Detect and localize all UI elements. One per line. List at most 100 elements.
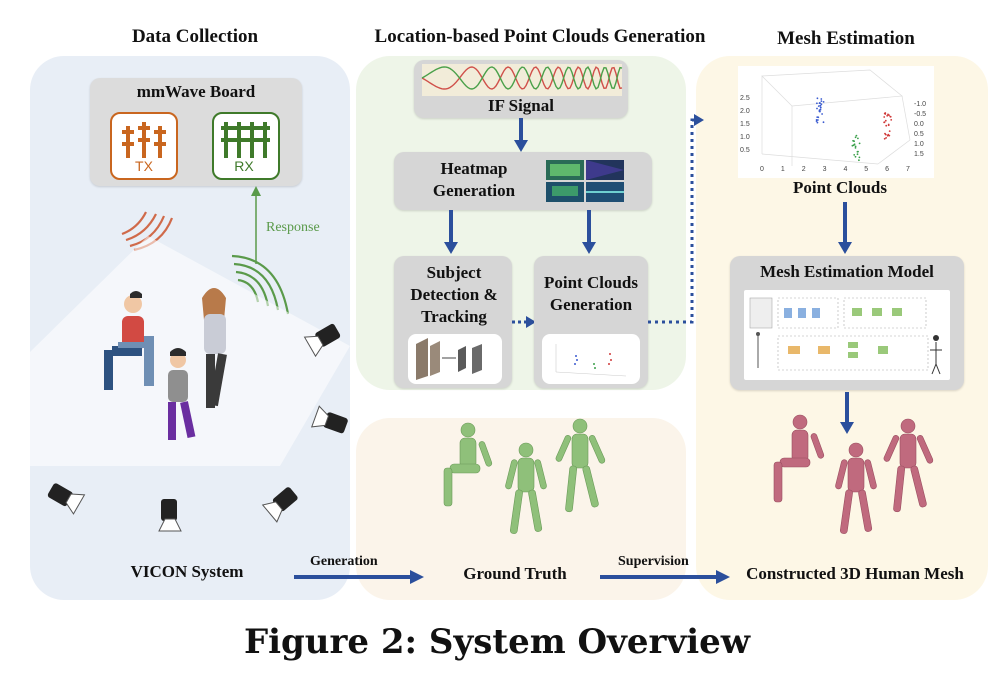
x-tick: 6 (885, 166, 890, 173)
point-cloud-point (854, 136, 857, 139)
radar-coverage-area (30, 236, 350, 466)
arrow-detection-to-point-clouds (512, 316, 536, 328)
model-architecture-diagram (749, 297, 942, 375)
arrow-model-to-mesh (840, 392, 854, 434)
point-cloud-point (857, 137, 859, 140)
mmwave-board-title: mmWave Board (136, 82, 256, 101)
point-cloud-point (816, 107, 818, 110)
x-tick: 7 (906, 166, 910, 173)
heatmap-image (546, 160, 624, 202)
rx-label: RX (234, 158, 254, 174)
response-arrow (251, 186, 261, 264)
z-tick: -0.5 (914, 111, 927, 118)
point-cloud-point (883, 121, 886, 124)
heatmap-generation-label: Heatmap Generation (404, 158, 544, 202)
ground-truth-label: Ground Truth (463, 564, 567, 583)
rx-antenna-icon (221, 122, 270, 158)
x-tick: 4 (843, 166, 848, 173)
arrow-to-point-clouds-plot (648, 114, 704, 324)
point-cloud-point (819, 106, 822, 109)
vicon-camera-icon (261, 487, 298, 523)
point-cloud-point (883, 116, 886, 118)
point-cloud-point (854, 147, 857, 149)
arrow-if-to-heatmap (514, 118, 528, 152)
y-tick: 1.5 (740, 121, 750, 128)
y-axis-ticks: 2.5 2.0 1.5 1.0 0.5 (740, 92, 750, 157)
point-cloud-point (885, 124, 888, 127)
y-tick: 2.0 (740, 108, 750, 115)
point-cloud-point (816, 121, 819, 124)
ground-truth-meshes (443, 418, 606, 534)
z-tick: -1.0 (914, 101, 927, 108)
x-tick: 0 (760, 166, 764, 173)
x-axis-ticks: 0 1 2 3 4 5 6 7 (760, 166, 910, 173)
point-cloud-point (820, 100, 823, 102)
if-signal-waveform (421, 64, 623, 96)
point-cloud-point (858, 156, 861, 159)
point-cloud-point (890, 119, 893, 121)
point-cloud-point (889, 115, 892, 118)
z-tick: 0.0 (914, 121, 924, 128)
vicon-system-label: VICON System (130, 562, 244, 581)
point-cloud-point (854, 155, 857, 158)
point-cloud-point (884, 119, 887, 122)
cnn-diagram-image (416, 338, 482, 380)
people-illustration (104, 288, 227, 440)
x-tick: 5 (864, 166, 869, 173)
point-cloud-point (817, 105, 820, 107)
model-architecture-thumbnail (744, 290, 950, 380)
point-cloud-point (857, 150, 859, 153)
vicon-camera-icon (310, 405, 348, 434)
arrow-heatmap-to-detection (444, 210, 458, 254)
point-cloud-point (855, 134, 858, 137)
constructed-mesh-label: Constructed 3D Human Mesh (746, 564, 964, 583)
arrow-ground-truth-to-mesh (600, 570, 730, 584)
mesh-estimation-heading: Mesh Estimation (777, 28, 915, 49)
z-tick: 1.0 (914, 141, 924, 148)
response-label: Response (266, 220, 320, 235)
z-axis-ticks: -1.0 -0.5 0.0 0.5 1.0 1.5 (914, 100, 926, 160)
point-cloud-point (815, 120, 818, 122)
point-cloud-point (883, 137, 886, 140)
point-cloud-point (820, 98, 823, 100)
z-tick: 1.5 (914, 151, 924, 158)
supervision-label: Supervision (618, 554, 689, 569)
vicon-camera-icon (158, 499, 182, 532)
arrow-point-clouds-to-model (838, 202, 852, 254)
point-cloud-point (884, 112, 887, 114)
point-cloud-point (856, 153, 859, 156)
point-cloud-point (822, 121, 825, 124)
point-cloud-point (816, 97, 819, 100)
x-tick: 2 (801, 166, 806, 173)
point-cloud-point (822, 101, 825, 103)
vicon-camera-icon (47, 483, 86, 515)
y-tick: 2.5 (740, 95, 750, 102)
point-cloud-thumbnail-plot (555, 344, 627, 377)
point-cloud-point (818, 110, 821, 113)
point-cloud-point (852, 144, 855, 147)
x-tick: 3 (822, 166, 827, 173)
vicon-camera-icon (303, 323, 341, 358)
point-cloud-point (884, 133, 887, 136)
point-cloud-point (853, 140, 855, 143)
if-signal-label: IF Signal (488, 96, 554, 115)
point-clouds-generation-heading: Location-based Point Clouds Generation (374, 26, 706, 47)
point-cloud-point (821, 113, 823, 115)
point-cloud-point (854, 145, 857, 148)
point-cloud-point (888, 114, 890, 117)
point-cloud-point (853, 154, 856, 156)
constructed-human-meshes (773, 414, 934, 534)
point-cloud-point (858, 159, 860, 162)
point-cloud-point (888, 130, 891, 132)
point-cloud-point (885, 137, 887, 139)
point-cloud-point (819, 108, 822, 111)
point-cloud-point (817, 119, 819, 121)
arrow-heatmap-to-point-clouds (582, 210, 596, 254)
point-cloud-point (887, 133, 890, 136)
point-cloud-point (820, 103, 823, 106)
point-clouds-label: Point Clouds (793, 178, 887, 197)
tx-label: TX (135, 158, 153, 174)
figure-caption: Figure 2: System Overview (243, 622, 751, 662)
y-tick: 1.0 (740, 134, 750, 141)
arrow-vicon-to-ground-truth (294, 570, 424, 584)
